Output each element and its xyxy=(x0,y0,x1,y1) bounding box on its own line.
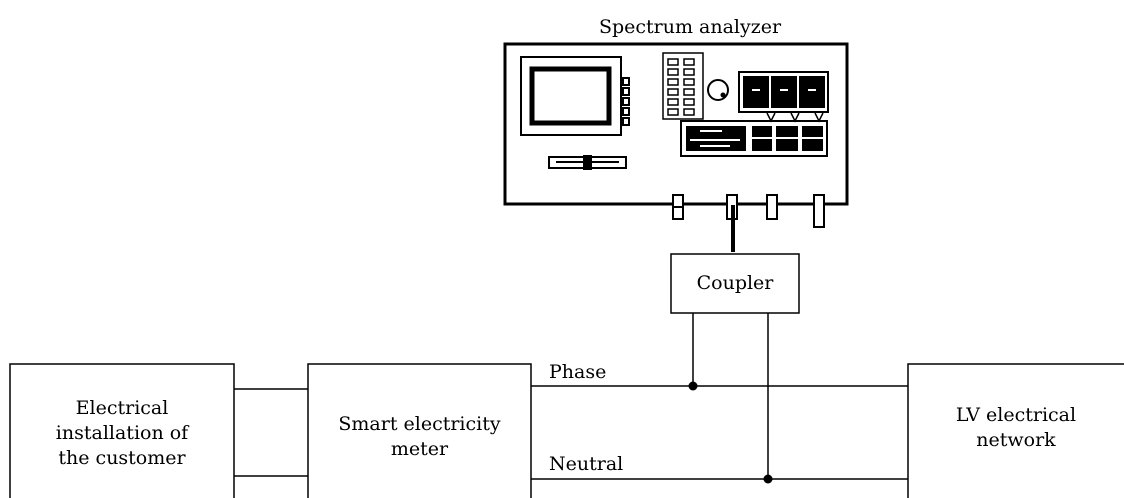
screen-side-buttons xyxy=(622,77,630,126)
network-line-1: LV electrical xyxy=(955,404,1077,426)
customer-installation-label: Electrical installation of the customer xyxy=(10,397,234,470)
spectrum-analyzer xyxy=(503,42,849,252)
neutral-label: Neutral xyxy=(549,453,624,475)
lv-network-box xyxy=(907,363,1124,498)
neutral-junction xyxy=(763,474,773,484)
analyzer-title: Spectrum analyzer xyxy=(598,16,782,38)
coupler-label: Coupler xyxy=(696,272,774,294)
analyzer-knob xyxy=(707,79,729,101)
smart-meter-box xyxy=(307,363,532,498)
lv-network-label: LV electrical network xyxy=(908,404,1124,452)
phase-label: Phase xyxy=(549,361,607,383)
meter-line-1: Smart electricity xyxy=(338,413,501,435)
analyzer-screen xyxy=(529,66,612,126)
meter-line-2: meter xyxy=(390,438,449,460)
customer-installation-box xyxy=(9,363,235,498)
smart-meter-label: Smart electricity meter xyxy=(308,413,531,461)
customer-line-2: installation of xyxy=(55,422,189,444)
coupler-box xyxy=(670,253,800,314)
analyzer-keypad xyxy=(662,52,704,120)
network-line-2: network xyxy=(976,429,1056,451)
customer-line-1: Electrical xyxy=(75,397,169,419)
analyzer-connectors xyxy=(672,194,825,228)
analyzer-slider xyxy=(548,155,627,170)
customer-line-3: the customer xyxy=(58,447,186,469)
analyzer-bottom-display xyxy=(680,120,828,157)
wires xyxy=(234,313,908,480)
phase-junction xyxy=(688,381,698,391)
analyzer-screen-bezel xyxy=(520,56,622,136)
analyzer-top-display xyxy=(738,71,829,123)
